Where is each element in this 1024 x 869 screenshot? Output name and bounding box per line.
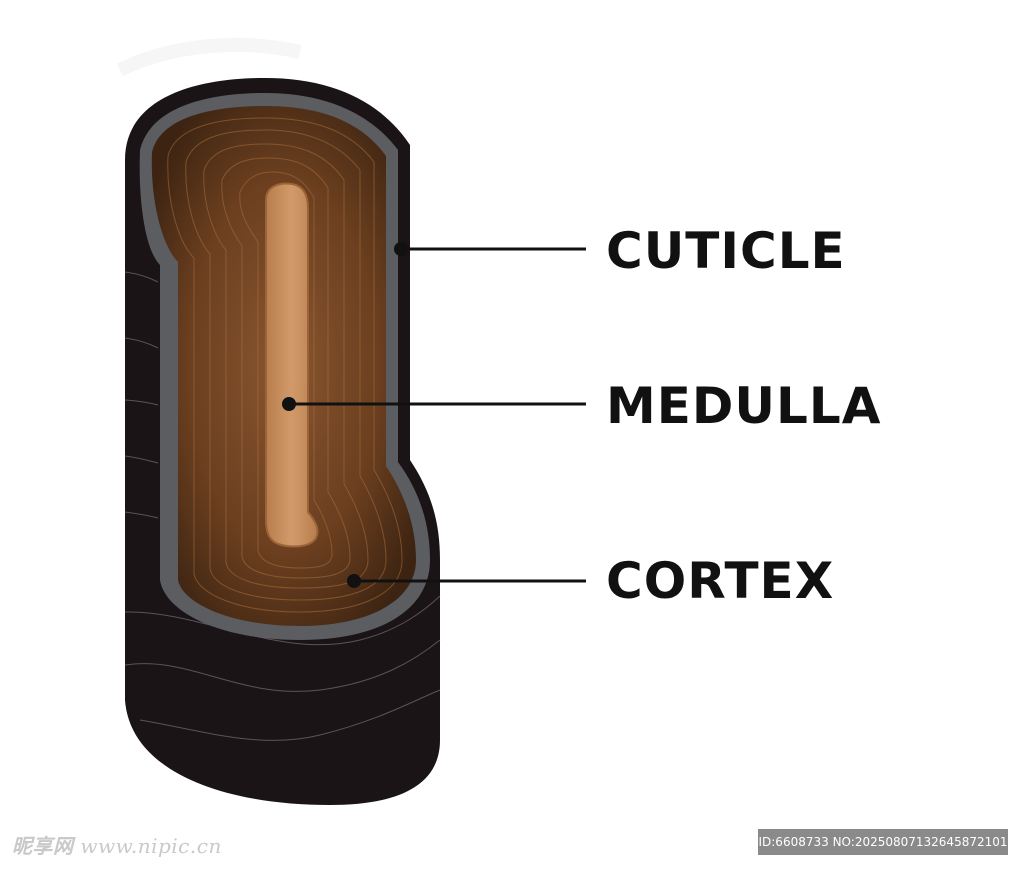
medulla-pointer-dot (282, 397, 296, 411)
top-highlight (116, 37, 302, 77)
cuticle-pointer-dot (394, 242, 408, 256)
cortex-rings (167, 117, 403, 613)
medulla-core (265, 182, 319, 548)
label-cortex: CORTEX (606, 552, 835, 610)
watermark-site-cn: 昵享网 (12, 834, 74, 858)
leader-medulla (282, 397, 586, 411)
watermark-site-url: www.nipic.cn (80, 834, 222, 858)
leader-cortex (347, 574, 586, 588)
watermark-id: ID:6608733 NO:20250807132645872101 (758, 829, 1008, 855)
label-medulla: MEDULLA (606, 377, 882, 435)
label-cuticle: CUTICLE (606, 222, 846, 280)
watermark-site: 昵享网 www.nipic.cn (12, 830, 222, 859)
leader-cuticle (394, 242, 586, 256)
shaft-texture-lines (124, 271, 441, 741)
cortex-pointer-dot (347, 574, 361, 588)
